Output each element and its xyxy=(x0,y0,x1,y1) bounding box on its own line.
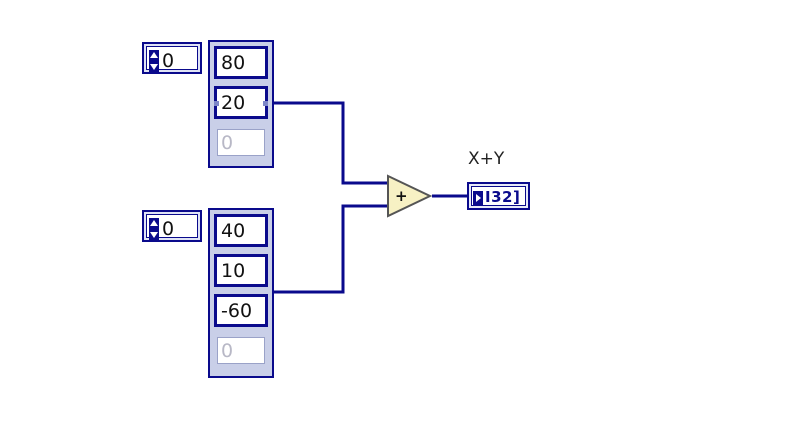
array1-frame[interactable]: 80 20 0 xyxy=(208,40,274,168)
indicator-inner: I32] xyxy=(471,186,526,206)
array1-index-control[interactable]: 0 xyxy=(142,42,202,74)
index-spinner-icon[interactable] xyxy=(149,218,159,240)
terminal-dot xyxy=(263,101,268,106)
array2-element-empty[interactable]: 0 xyxy=(214,334,268,367)
array2-element[interactable]: -60 xyxy=(214,294,268,327)
array2-element[interactable]: 40 xyxy=(214,214,268,247)
terminal-dot xyxy=(214,101,219,106)
indicator-type-text: I32] xyxy=(485,188,521,206)
array2-index-control[interactable]: 0 xyxy=(142,210,202,242)
array1-index-value[interactable]: 0 xyxy=(162,50,175,72)
indicator-label: X+Y xyxy=(468,149,505,169)
index-spinner-icon[interactable] xyxy=(149,50,159,72)
wire-array1-to-add[interactable] xyxy=(274,101,392,185)
array1-element[interactable]: 80 xyxy=(214,46,268,79)
indicator-arrow-icon xyxy=(473,191,483,205)
array1-index-box: 0 xyxy=(146,46,198,72)
array2-index-value[interactable]: 0 xyxy=(162,218,175,240)
add-triangle-icon xyxy=(387,174,433,218)
wire-array2-to-add[interactable] xyxy=(274,204,392,294)
add-node[interactable]: + xyxy=(384,174,434,218)
add-symbol: + xyxy=(395,187,408,205)
array2-element[interactable]: 10 xyxy=(214,254,268,287)
array2-index-box: 0 xyxy=(146,214,198,240)
array2-frame[interactable]: 40 10 -60 0 xyxy=(208,208,274,378)
array1-element-empty[interactable]: 0 xyxy=(214,126,268,159)
indicator-x-plus-y[interactable]: I32] xyxy=(467,182,530,210)
array1-element[interactable]: 20 xyxy=(214,86,268,119)
